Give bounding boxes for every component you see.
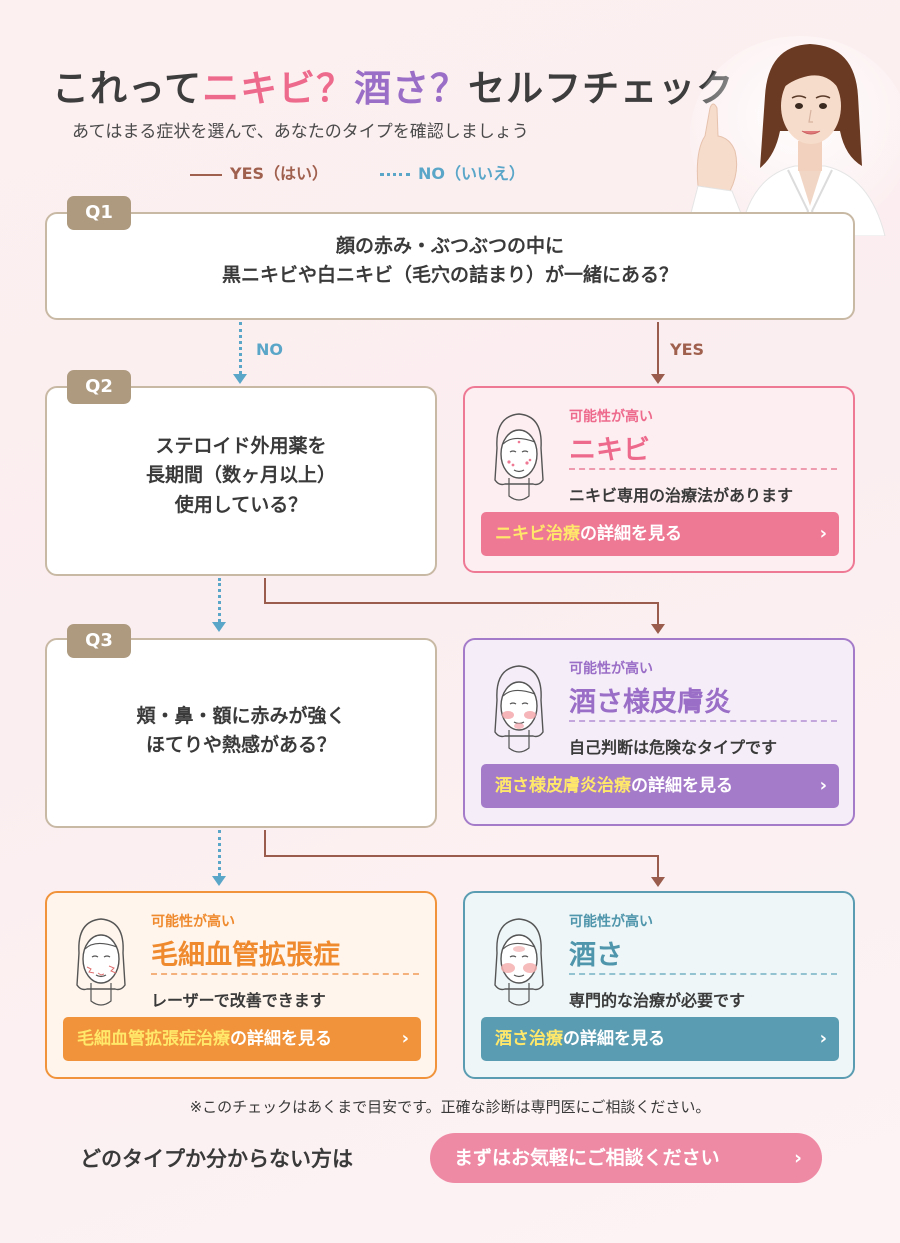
button-text: の詳細を見る <box>230 1029 332 1049</box>
card-divider <box>569 973 837 975</box>
result-card-acne: 可能性が高い ニキビ ニキビ専用の治療法があります ニキビ治療の詳細を見る › <box>463 386 855 573</box>
face-icon <box>494 665 544 753</box>
face-icon <box>494 918 544 1006</box>
legend-no: NO（いいえ） <box>380 160 525 184</box>
button-highlight-text: 酒さ治療 <box>495 1029 563 1049</box>
flow-line-yes-q2-drop <box>657 602 659 624</box>
result-description-rosacea: 専門的な治療が必要です <box>569 991 746 1010</box>
question-tag-q3: Q3 <box>67 624 131 658</box>
arrow-down-icon <box>233 374 247 384</box>
title-question-mark-2: ？ <box>430 67 469 110</box>
legend-solid-line <box>190 173 222 176</box>
card-divider <box>151 973 419 975</box>
title-part2: セルフチェック <box>468 67 735 110</box>
result-likelihood-label: 可能性が高い <box>151 914 235 930</box>
flow-line-no-q2 <box>218 578 221 622</box>
title-part1: これって <box>52 67 203 110</box>
result-description-acne: ニキビ専用の治療法があります <box>569 486 794 505</box>
arrow-down-icon <box>212 876 226 886</box>
face-icon <box>76 918 126 1006</box>
button-highlight-text: 毛細血管拡張症治療 <box>77 1029 230 1049</box>
chevron-right-icon: › <box>794 1147 802 1169</box>
legend-yes: YES（はい） <box>190 160 328 184</box>
result-likelihood-label: 可能性が高い <box>569 661 653 677</box>
title-rosacea: 酒さ <box>354 67 431 110</box>
chevron-right-icon: › <box>819 1028 827 1049</box>
question-tag-q1: Q1 <box>67 196 131 230</box>
question-box-q1: 顔の赤み・ぶつぶつの中に 黒ニキビや白ニキビ（毛穴の詰まり）が一緒にある？ <box>45 212 855 320</box>
result-card-rosacea: 可能性が高い 酒さ 専門的な治療が必要です 酒さ治療の詳細を見る › <box>463 891 855 1079</box>
flow-line-yes-q2-across <box>264 602 659 604</box>
acne-treatment-button[interactable]: ニキビ治療の詳細を見る › <box>481 512 839 556</box>
flow-line-yes-q1 <box>657 322 659 374</box>
chevron-right-icon: › <box>401 1028 409 1049</box>
question-text-q1: 顔の赤み・ぶつぶつの中に 黒ニキビや白ニキビ（毛穴の詰まり）が一緒にある？ <box>221 235 678 287</box>
consultation-button[interactable]: まずはお気軽にご相談ください › <box>430 1133 822 1183</box>
doctor-illustration <box>684 36 900 236</box>
disclaimer: ※このチェックはあくまで目安です。正確な診断は専門医にご相談ください。 <box>189 1098 711 1116</box>
consultation-button-label: まずはお気軽にご相談ください <box>454 1147 720 1169</box>
title-acne: ニキビ <box>202 67 317 110</box>
page-subtitle: あてはまる症状を選んで、あなたのタイプを確認しましょう <box>72 122 529 142</box>
legend-no-label: NO（いいえ） <box>418 164 525 183</box>
result-description-steroid-rosacea: 自己判断は危険なタイプです <box>569 738 778 757</box>
bottom-prompt: どのタイプか分からない方は <box>80 1147 353 1171</box>
result-card-steroid-rosacea: 可能性が高い 酒さ様皮膚炎 自己判断は危険なタイプです 酒さ様皮膚炎治療の詳細を… <box>463 638 855 826</box>
result-name-telangiectasia: 毛細血管拡張症 <box>151 940 340 971</box>
result-name-steroid-rosacea: 酒さ様皮膚炎 <box>569 687 731 718</box>
flow-line-yes-q3-down <box>264 830 266 856</box>
question-box-q2: ステロイド外用薬を 長期間（数ヶ月以上） 使用している？ <box>45 386 437 576</box>
result-name-acne: ニキビ <box>569 435 650 466</box>
card-divider <box>569 468 837 470</box>
button-highlight-text: ニキビ治療 <box>495 524 580 544</box>
flow-line-yes-q3-across <box>264 855 659 857</box>
arrow-down-icon <box>651 374 665 384</box>
telangiectasia-treatment-button[interactable]: 毛細血管拡張症治療の詳細を見る › <box>63 1017 421 1061</box>
title-question-mark-1: ？ <box>316 67 355 110</box>
card-divider <box>569 720 837 722</box>
question-text-q2: ステロイド外用薬を 長期間（数ヶ月以上） 使用している？ <box>145 435 336 516</box>
legend-dotted-line <box>380 173 410 176</box>
arrow-down-icon <box>651 877 665 887</box>
result-name-rosacea: 酒さ <box>569 940 623 971</box>
button-text: の詳細を見る <box>631 776 733 796</box>
button-text: の詳細を見る <box>563 1029 665 1049</box>
question-text-q3: 頬・鼻・額に赤みが強く ほてりや熱感がある？ <box>136 705 346 757</box>
flow-line-yes-q3-drop <box>657 855 659 877</box>
result-description-telangiectasia: レーザーで改善できます <box>151 991 326 1010</box>
button-text: の詳細を見る <box>580 524 682 544</box>
question-box-q3: 頬・鼻・額に赤みが強く ほてりや熱感がある？ <box>45 638 437 828</box>
rosacea-treatment-button[interactable]: 酒さ治療の詳細を見る › <box>481 1017 839 1061</box>
button-highlight-text: 酒さ様皮膚炎治療 <box>495 776 631 796</box>
flow-label-yes: YES <box>670 340 705 359</box>
question-tag-q2: Q2 <box>67 370 131 404</box>
flow-line-no-q1 <box>239 322 242 374</box>
arrow-down-icon <box>212 622 226 632</box>
result-likelihood-label: 可能性が高い <box>569 409 653 425</box>
flow-label-no: NO <box>256 340 283 359</box>
flow-line-no-q3 <box>218 830 221 876</box>
steroid-rosacea-treatment-button[interactable]: 酒さ様皮膚炎治療の詳細を見る › <box>481 764 839 808</box>
result-likelihood-label: 可能性が高い <box>569 914 653 930</box>
flow-line-yes-q2-down <box>264 578 266 604</box>
face-icon <box>494 413 544 501</box>
chevron-right-icon: › <box>819 523 827 544</box>
result-card-telangiectasia: 可能性が高い 毛細血管拡張症 レーザーで改善できます 毛細血管拡張症治療の詳細を… <box>45 891 437 1079</box>
page-title: これってニキビ？酒さ？セルフチェック <box>52 58 735 112</box>
arrow-down-icon <box>651 624 665 634</box>
chevron-right-icon: › <box>819 775 827 796</box>
legend-yes-label: YES（はい） <box>230 164 329 183</box>
